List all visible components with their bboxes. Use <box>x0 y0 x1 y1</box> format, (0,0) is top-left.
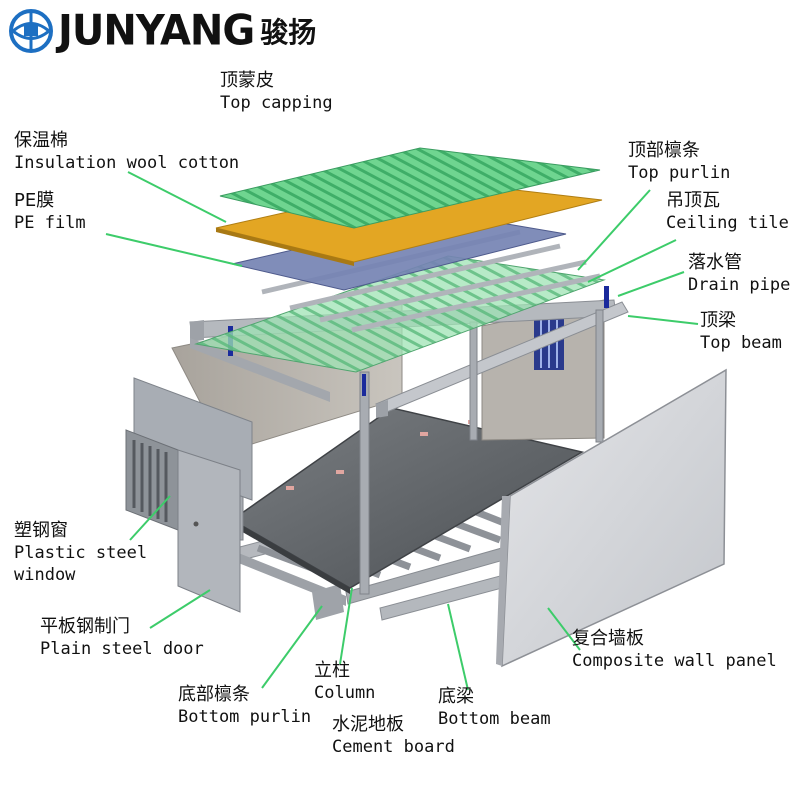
label-composite-panel: 复合墙板 Composite wall panel <box>572 628 777 671</box>
globe-logo-icon <box>9 9 53 53</box>
label-top-capping: 顶蒙皮 Top capping <box>220 70 333 113</box>
brand-name-cn: 骏扬 <box>260 16 317 49</box>
steel-door <box>177 449 241 613</box>
label-door: 平板钢制门 Plain steel door <box>40 616 204 659</box>
label-column: 立柱 Column <box>314 660 376 703</box>
label-insulation: 保温棉 Insulation wool cotton <box>14 130 240 173</box>
label-pe-film: PE膜 PE film <box>14 190 86 233</box>
leader-lines <box>105 171 699 691</box>
top-capping-layer <box>219 147 601 229</box>
brand-logo: JUNYANG 骏扬 <box>8 6 317 56</box>
label-bottom-beam: 底梁 Bottom beam <box>438 686 551 729</box>
label-drain-pipe: 落水管 Drain pipe <box>688 252 791 295</box>
label-top-purlin: 顶部檩条 Top purlin <box>628 140 731 183</box>
label-window: 塑钢窗 Plastic steel window <box>14 520 148 585</box>
label-bottom-purlin: 底部檩条 Bottom purlin <box>178 684 312 727</box>
label-top-beam: 顶梁 Top beam <box>700 310 782 353</box>
composite-wall-panel <box>496 368 727 668</box>
label-ceiling-tile: 吊顶瓦 Ceiling tile <box>666 190 789 233</box>
label-cement-board: 水泥地板 Cement board <box>332 714 455 757</box>
brand-name: JUNYANG <box>58 6 255 56</box>
